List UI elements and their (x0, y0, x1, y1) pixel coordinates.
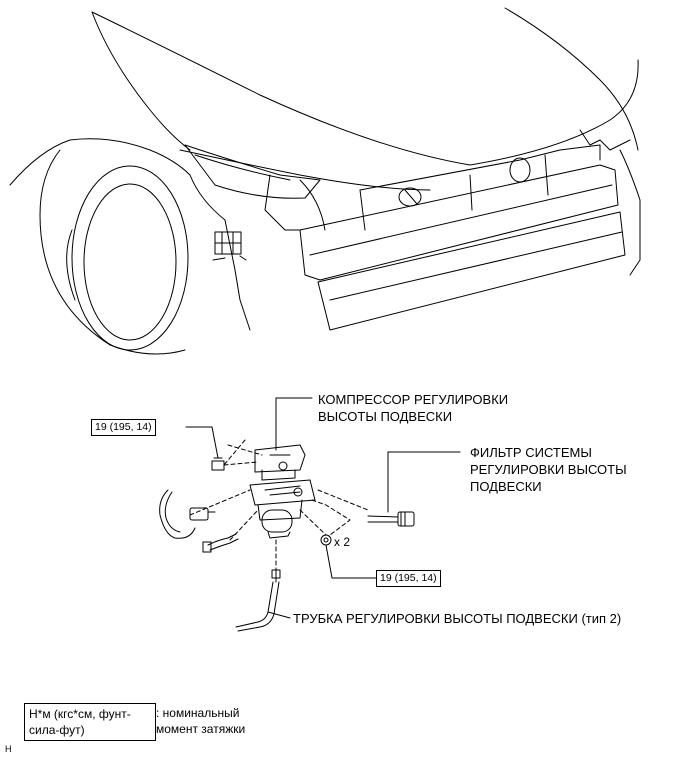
parts-detail-drawing (159, 397, 461, 632)
vehicle-front-drawing (9, 7, 641, 355)
torque-spec-bolt: 19 (195, 14) (91, 419, 156, 436)
quantity-multiplier: x 2 (334, 535, 351, 549)
tube-label: ТРУБКА РЕГУЛИРОВКИ ВЫСОТЫ ПОДВЕСКИ (тип … (293, 611, 622, 626)
filter-label-line2: РЕГУЛИРОВКИ ВЫСОТЫ (470, 462, 627, 477)
legend-desc-line2: момент затяжки (156, 722, 246, 736)
legend-unit-line2: сила-фут) (29, 723, 85, 737)
legend-unit-line1: Н*м (кгс*см, фунт- (29, 707, 131, 721)
filter-label-line1: ФИЛЬТР СИСТЕМЫ (470, 445, 592, 460)
legend-description: : номинальный момент затяжки (156, 705, 245, 737)
compressor-label-line1: КОМПРЕССОР РЕГУЛИРОВКИ (318, 392, 509, 407)
torque-spec-nut: 19 (195, 14) (376, 570, 441, 587)
corner-mark: H (5, 744, 12, 754)
compressor-label: КОМПРЕССОР РЕГУЛИРОВКИ ВЫСОТЫ ПОДВЕСКИ (318, 391, 508, 425)
filter-label-line3: ПОДВЕСКИ (470, 479, 542, 494)
filter-label: ФИЛЬТР СИСТЕМЫ РЕГУЛИРОВКИ ВЫСОТЫ ПОДВЕС… (470, 444, 627, 495)
legend-desc-line1: : номинальный (156, 706, 240, 720)
torque-unit-legend: Н*м (кгс*см, фунт- сила-фут) (24, 703, 156, 741)
compressor-label-line2: ВЫСОТЫ ПОДВЕСКИ (318, 409, 453, 424)
